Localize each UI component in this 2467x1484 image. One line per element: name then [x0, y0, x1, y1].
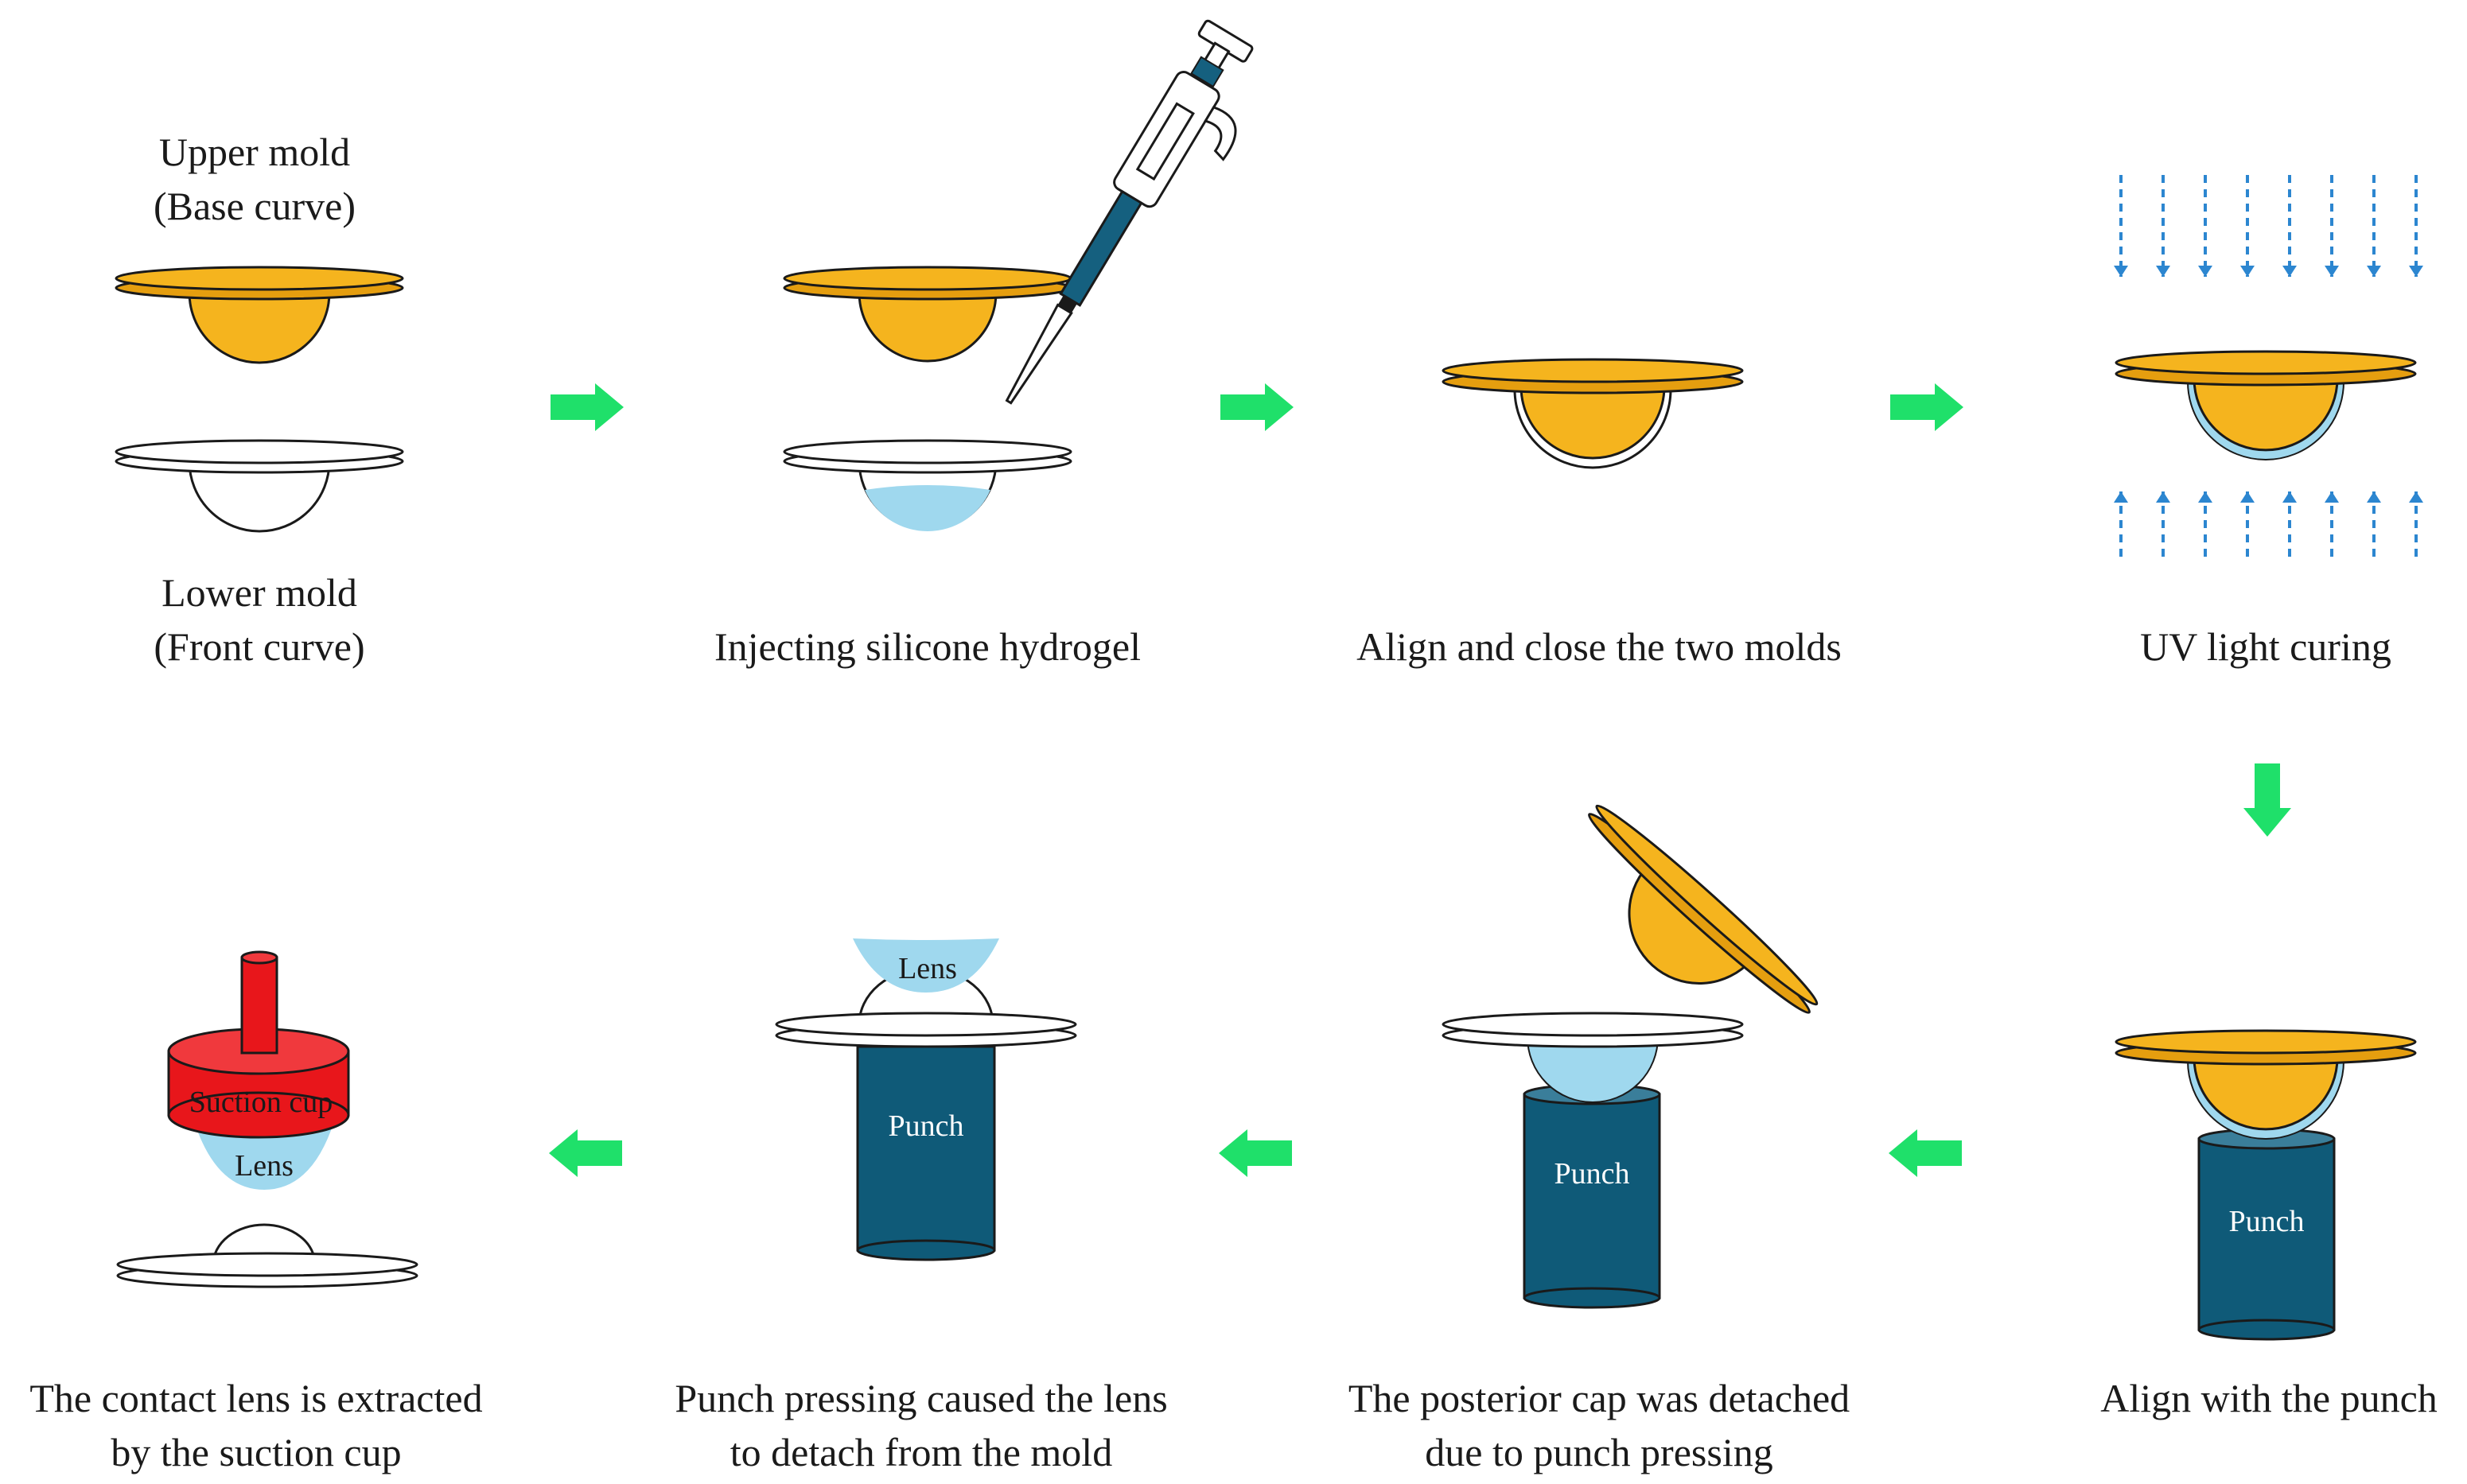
uv-ray-head — [2325, 491, 2339, 503]
detached-upper-mold — [1587, 804, 1819, 1014]
punch-label: Punch — [889, 1109, 964, 1143]
step-1-molds: Upper mold (Base curve) Lower mold (Fron… — [115, 130, 404, 669]
upper-mold — [115, 266, 404, 364]
uv-light-up-arrows — [2114, 491, 2423, 557]
lens — [194, 1121, 334, 1190]
lens-label: Lens — [235, 1149, 294, 1183]
lower-mold-flange-top — [115, 439, 404, 464]
uv-ray-head — [2198, 266, 2212, 277]
uv-ray-head — [2282, 266, 2297, 277]
punch-label: Punch — [2229, 1205, 2305, 1238]
upper-mold — [783, 266, 1072, 363]
step-7-lens-detached: Punch Lens Punch pressing caused the len… — [675, 938, 1168, 1474]
arrow-left-3 — [549, 1129, 622, 1177]
uv-light-down-arrows — [2114, 175, 2423, 277]
lens-on-punch — [1526, 1036, 1660, 1103]
step-8-caption-line-1: The contact lens is extracted — [29, 1376, 482, 1420]
arrow-left-1 — [1889, 1129, 1962, 1177]
upper-mold-label: Upper mold — [159, 130, 350, 174]
step-7-caption-line-2: to detach from the mold — [730, 1430, 1112, 1474]
arrow-down — [2243, 763, 2291, 837]
arrow-left-2 — [1219, 1129, 1292, 1177]
uv-ray-head — [2282, 491, 2297, 503]
punch: Punch — [2197, 1128, 2336, 1341]
step-6-cap-detached: Punch The posterior cap was detached due… — [1348, 804, 1850, 1474]
uv-ray-head — [2156, 266, 2170, 277]
uv-ray-head — [2240, 266, 2255, 277]
arrow-right-3 — [1890, 383, 1963, 431]
lower-mold-sublabel: (Front curve) — [154, 624, 364, 669]
upper-mold-sublabel: (Base curve) — [154, 184, 356, 228]
punch: Punch — [856, 1045, 996, 1261]
uv-ray-head — [2409, 266, 2423, 277]
uv-ray-head — [2114, 266, 2128, 277]
step-4-caption: UV light curing — [2140, 624, 2391, 669]
lens-label: Lens — [898, 952, 957, 985]
lower-mold — [115, 439, 404, 533]
uv-ray-head — [2240, 491, 2255, 503]
step-3-caption: Align and close the two molds — [1356, 624, 1842, 669]
step-6-caption-line-2: due to punch pressing — [1425, 1430, 1772, 1474]
pipette-hook — [1204, 106, 1237, 161]
uv-ray-head — [2367, 491, 2381, 503]
punch-label: Punch — [1555, 1157, 1630, 1191]
step-5-align-punch: Punch Align with the punch — [2100, 1029, 2438, 1420]
uv-ray-head — [2156, 491, 2170, 503]
arrow-right-2 — [1220, 383, 1294, 431]
uv-ray-head — [2367, 266, 2381, 277]
uv-ray-head — [2198, 491, 2212, 503]
lower-mold-label: Lower mold — [161, 570, 357, 615]
arrow-right-1 — [551, 383, 624, 431]
lower-mold-with-hydrogel — [783, 439, 1072, 532]
uv-ray-head — [2114, 491, 2128, 503]
uv-ray-head — [2325, 266, 2339, 277]
punch: Punch — [1523, 1083, 1661, 1309]
uv-ray-head — [2409, 491, 2423, 503]
step-5-caption: Align with the punch — [2100, 1376, 2438, 1420]
suction-cup: Suction cup — [167, 950, 350, 1139]
step-2-caption: Injecting silicone hydrogel — [714, 624, 1141, 669]
suction-cup-stem — [240, 956, 278, 1055]
step-2-injecting: Injecting silicone hydrogel — [714, 19, 1254, 669]
upper-mold-dome — [188, 291, 331, 364]
step-4-uv-curing: UV light curing — [2114, 175, 2423, 669]
lens — [853, 938, 999, 993]
step-6-caption-line-1: The posterior cap was detached — [1348, 1376, 1850, 1420]
suction-cup-label: Suction cup — [189, 1086, 333, 1119]
upper-mold-flange-top — [115, 266, 404, 291]
step-8-suction-extract: Lens Suction cup The contact lens is ext… — [29, 950, 483, 1474]
pipette-tip — [1005, 303, 1073, 405]
step-7-caption-line-1: Punch pressing caused the lens — [675, 1376, 1167, 1420]
lower-mold-cup — [188, 460, 331, 533]
step-8-caption-line-2: by the suction cup — [111, 1430, 401, 1474]
pipette-icon — [1005, 19, 1254, 405]
closed-upper-dome — [1520, 385, 1666, 460]
step-3-align-close: Align and close the two molds — [1356, 358, 1842, 669]
hydrogel-pool — [865, 485, 990, 532]
